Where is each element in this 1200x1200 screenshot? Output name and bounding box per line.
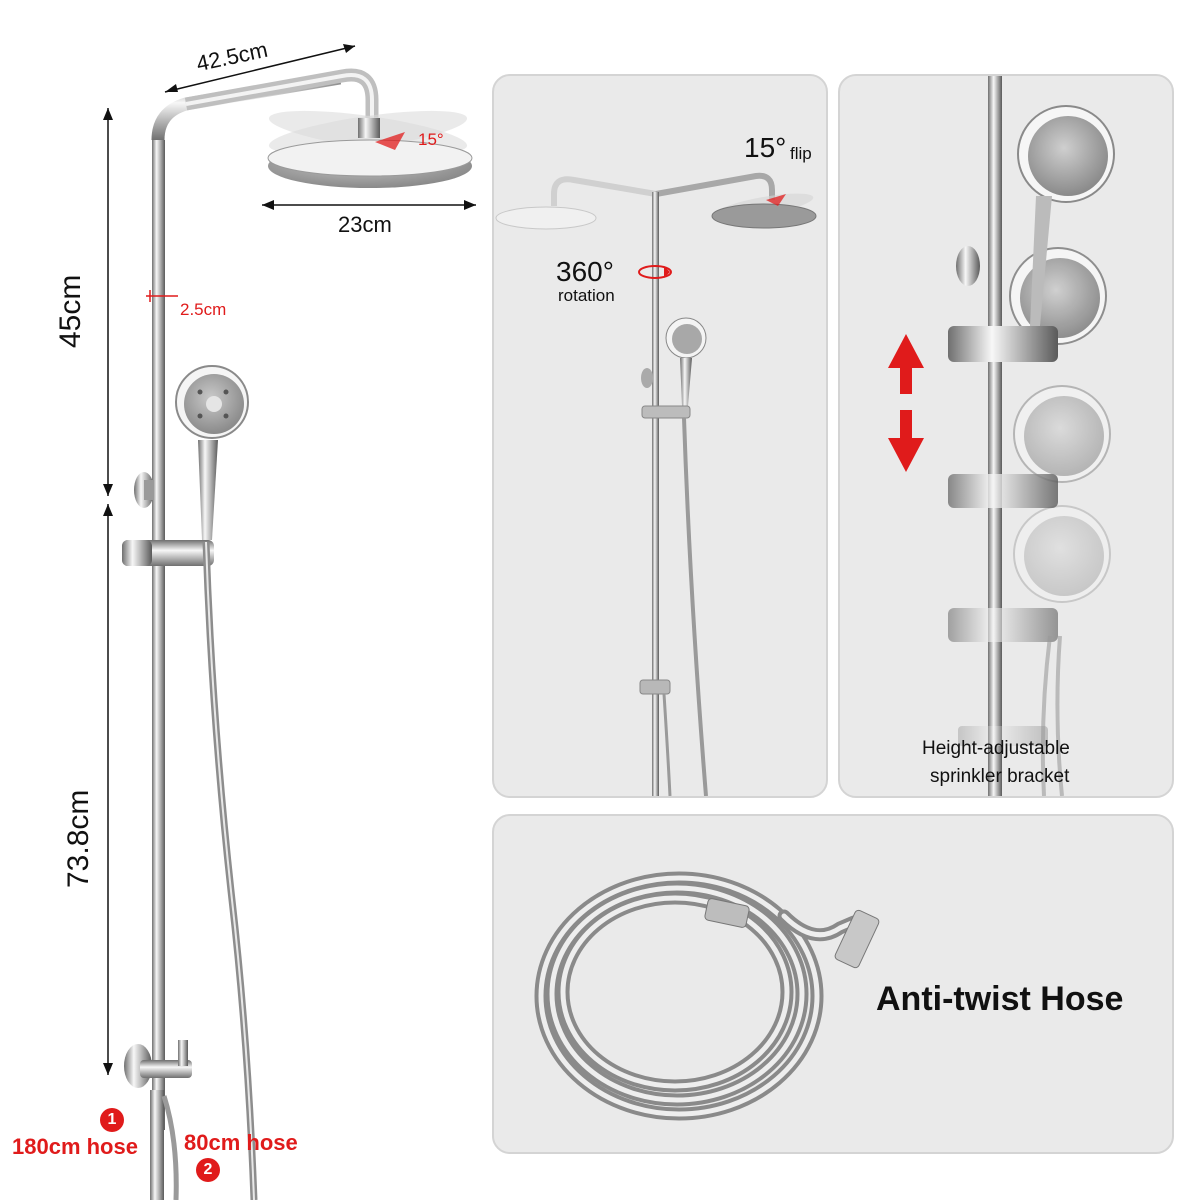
flip-value: 15°	[744, 132, 787, 163]
rotation-flip-panel: 15° flip 360° rotation	[492, 74, 828, 798]
width-dimension-line	[164, 44, 356, 93]
hose-panel: Anti-twist Hose	[492, 814, 1174, 1154]
pipe-diameter-label: 2.5cm	[180, 300, 227, 319]
height-adjust-drawing	[888, 76, 1115, 796]
overhead-shower-head	[267, 110, 473, 188]
height-caption-line2: sprinkler bracket	[930, 766, 1070, 787]
upper-wall-bracket	[134, 472, 154, 508]
main-riser-pipe	[151, 68, 379, 1130]
pipe-diameter-marker	[146, 290, 178, 302]
slider-bracket	[122, 540, 214, 566]
hose-label-2: 80cm hose	[184, 1130, 298, 1155]
up-arrow-icon	[888, 334, 924, 394]
rotation-word: rotation	[558, 286, 615, 305]
flip-angle-label: 15°	[418, 130, 444, 149]
handheld-hose	[202, 541, 258, 1200]
flip-word: flip	[790, 144, 812, 163]
hose-badge-2: 2	[196, 1158, 220, 1182]
head-width-dimension-line	[262, 200, 476, 210]
handheld-shower	[175, 365, 249, 540]
rotation-flip-drawing	[495, 172, 817, 796]
coiled-hose-drawing	[534, 871, 880, 1121]
head-width-label: 23cm	[338, 212, 392, 237]
main-illustration: 42.5cm 15° 23cm 45cm 2.5cm 73.8cm 1 180c…	[0, 0, 490, 1200]
upper-height-label: 45cm	[54, 274, 87, 348]
lower-outlet-bracket	[124, 1040, 192, 1200]
hose-badge-1: 1	[100, 1108, 124, 1132]
height-adjust-panel: Height-adjustable sprinkler bracket	[838, 74, 1174, 798]
hose-panel-title: Anti-twist Hose	[876, 980, 1124, 1018]
lower-height-label: 73.8cm	[62, 789, 95, 888]
height-dimension-lines	[103, 108, 113, 1075]
height-caption-line1: Height-adjustable	[922, 738, 1070, 759]
shower-system-drawing	[103, 44, 476, 1200]
down-arrow-icon	[888, 410, 924, 472]
hose-label-1: 180cm hose	[12, 1134, 138, 1159]
rotation-value: 360°	[556, 256, 614, 287]
